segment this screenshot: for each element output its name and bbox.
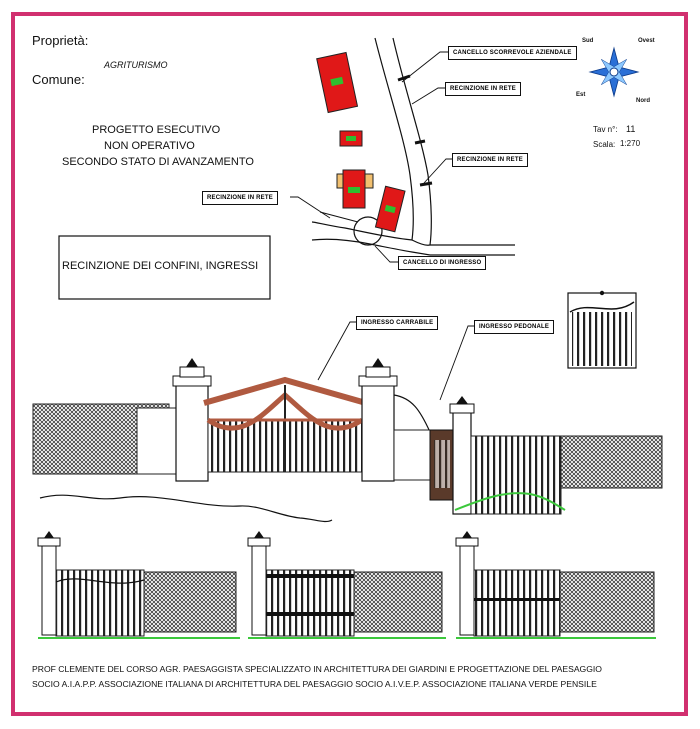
label-cancello-ingresso: CANCELLO DI INGRESSO [398,256,487,270]
label-cancello-scorrevole: CANCELLO SCORREVOLE AZIENDALE [448,46,577,60]
title-box-text: RECINZIONE DEI CONFINI, INGRESSI [62,260,259,272]
footer-line-1: PROF CLEMENTE DEL CORSO AGR. PAESAGGISTA… [32,664,602,674]
site-map [311,37,515,256]
label-recinzione-2: RECINZIONE IN RETE [452,153,528,167]
scala-value: 1:270 [620,139,641,148]
building-3 [336,169,374,209]
label-ingresso-carrabile: INGRESSO CARRABILE [356,316,439,330]
building-2 [339,130,363,147]
agriturismo-text: AGRITURISMO [104,60,168,70]
tav-value: 11 [626,124,636,134]
fence-variants [37,531,656,639]
label-ingresso-pedonale: INGRESSO PEDONALE [474,320,555,334]
building-4 [374,185,406,233]
compass-est: Est [576,92,586,98]
project-line-3: SECONDO STATO DI AVANZAMENTO [62,156,254,168]
sheet-border [11,12,688,716]
footer-line-2: SOCIO A.I.A.P.P. ASSOCIAZIONE ITALIANA D… [32,679,597,689]
compass-ovest: Ovest [638,38,655,44]
title-box-frame [58,235,271,300]
map-leaders [290,51,474,401]
buildings [316,51,406,233]
comune-label: Comune: [32,72,85,87]
project-line-1: PROGETTO ESECUTIVO [92,124,221,136]
label-recinzione-1: RECINZIONE IN RETE [445,82,521,96]
label-recinzione-3: RECINZIONE IN RETE [202,191,278,205]
building-1 [316,51,359,114]
project-line-2: NON OPERATIVO [104,140,195,152]
gate-detail [567,290,637,369]
proprieta-label: Proprietà: [32,33,89,48]
tav-label: Tav n°: [593,125,618,134]
scala-label: Scala: [593,140,616,149]
compass-rose-icon [588,46,640,98]
compass-sud: Sud [582,38,594,44]
main-elevation [32,358,663,523]
compass-nord: Nord [636,98,650,104]
